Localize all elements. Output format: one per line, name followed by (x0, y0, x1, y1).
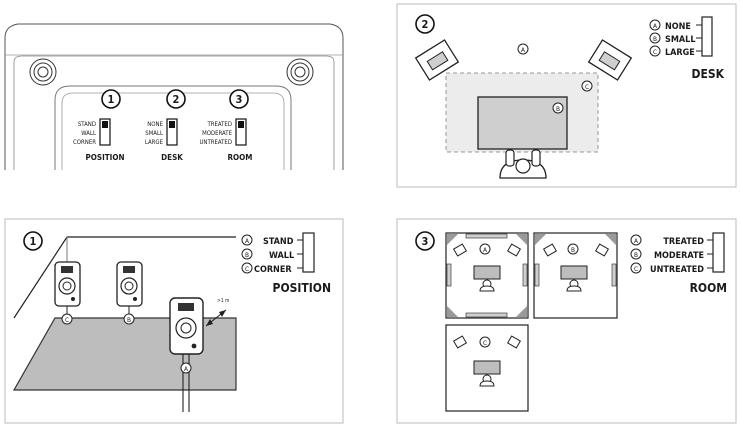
right-knob-icon (286, 58, 314, 86)
left-monitor-icon (414, 39, 460, 81)
marker-label: C (65, 316, 69, 324)
rear-switch-room: 3 TREATED MODERATE UNTREATED ROOM (199, 89, 253, 162)
marker-label: A (521, 46, 525, 54)
option-label: SMALL (145, 130, 163, 137)
marker-label: C (585, 83, 589, 91)
option-label: LARGE (145, 139, 164, 146)
option-label: CORNER (73, 139, 96, 146)
svg-text:A: A (245, 237, 249, 245)
svg-text:SMALL: SMALL (665, 35, 695, 45)
switch-title: DESK (161, 153, 183, 162)
right-monitor-icon (587, 39, 633, 81)
switch-number: 1 (108, 93, 115, 106)
small-desk (477, 96, 568, 150)
switch-title: ROOM (228, 153, 253, 162)
speaker-corner-icon (54, 261, 81, 318)
room-moderate: B (533, 232, 618, 319)
room-untreated: C (445, 324, 529, 412)
option-label: STAND (78, 121, 96, 128)
svg-text:B: B (245, 251, 249, 259)
panel-number: 2 (422, 18, 429, 31)
room-panel: 3 A (396, 218, 737, 424)
svg-text:TREATED: TREATED (663, 237, 704, 247)
marker-label: A (184, 365, 188, 373)
option-label: UNTREATED (199, 139, 232, 146)
desk-legend: A NONE B SMALL C LARGE DESK (649, 16, 725, 81)
room-legend: A TREATED B MODERATE C UNTREATED ROOM (630, 232, 727, 295)
panel-title: POSITION (273, 281, 331, 295)
rear-switch-position: 1 STAND WALL CORNER POSITION (73, 89, 125, 162)
left-knob-icon (29, 58, 57, 86)
marker-label: C (483, 339, 487, 347)
distance-arrow-icon (205, 309, 227, 327)
svg-text:C: C (653, 48, 657, 56)
svg-text:A: A (653, 22, 657, 30)
svg-text:NONE: NONE (665, 22, 691, 32)
option-label: WALL (81, 130, 96, 137)
room-treated: A (445, 232, 529, 319)
speaker-wall-icon (116, 261, 143, 318)
panel-number: 3 (422, 235, 429, 248)
position-panel: 1 C B (4, 218, 344, 424)
desk-panel: 2 A B C A NONE (396, 3, 737, 188)
distance-label: >1 m (217, 298, 229, 304)
position-legend: A STAND B WALL C CORNER POSITION (241, 232, 331, 295)
marker-label: B (571, 246, 575, 254)
marker-label: B (556, 105, 560, 113)
option-label: MODERATE (202, 130, 233, 137)
switch-number: 2 (173, 93, 180, 106)
svg-text:STAND: STAND (263, 237, 294, 247)
svg-text:B: B (653, 35, 657, 43)
option-label: TREATED (206, 121, 232, 128)
svg-text:LARGE: LARGE (665, 48, 695, 58)
svg-text:UNTREATED: UNTREATED (650, 265, 704, 275)
svg-text:WALL: WALL (269, 251, 294, 261)
listener-icon (499, 149, 547, 179)
svg-text:C: C (634, 265, 638, 273)
panel-title: DESK (692, 67, 725, 81)
marker-label: A (483, 246, 487, 254)
rear-switch-desk: 2 NONE SMALL LARGE DESK (145, 89, 186, 162)
panel-number: 1 (30, 235, 37, 248)
switch-number: 3 (236, 93, 243, 106)
panel-title: ROOM (690, 281, 727, 295)
rear-panel: 1 STAND WALL CORNER POSITION 2 NONE SMAL… (4, 23, 344, 170)
svg-text:A: A (634, 237, 638, 245)
svg-text:CORNER: CORNER (254, 265, 292, 275)
option-label: NONE (147, 121, 163, 128)
svg-text:MODERATE: MODERATE (654, 251, 704, 261)
svg-text:B: B (634, 251, 638, 259)
marker-label: B (127, 316, 131, 324)
svg-text:C: C (245, 265, 249, 273)
switch-title: POSITION (86, 153, 125, 162)
speaker-stand-icon (169, 297, 204, 412)
